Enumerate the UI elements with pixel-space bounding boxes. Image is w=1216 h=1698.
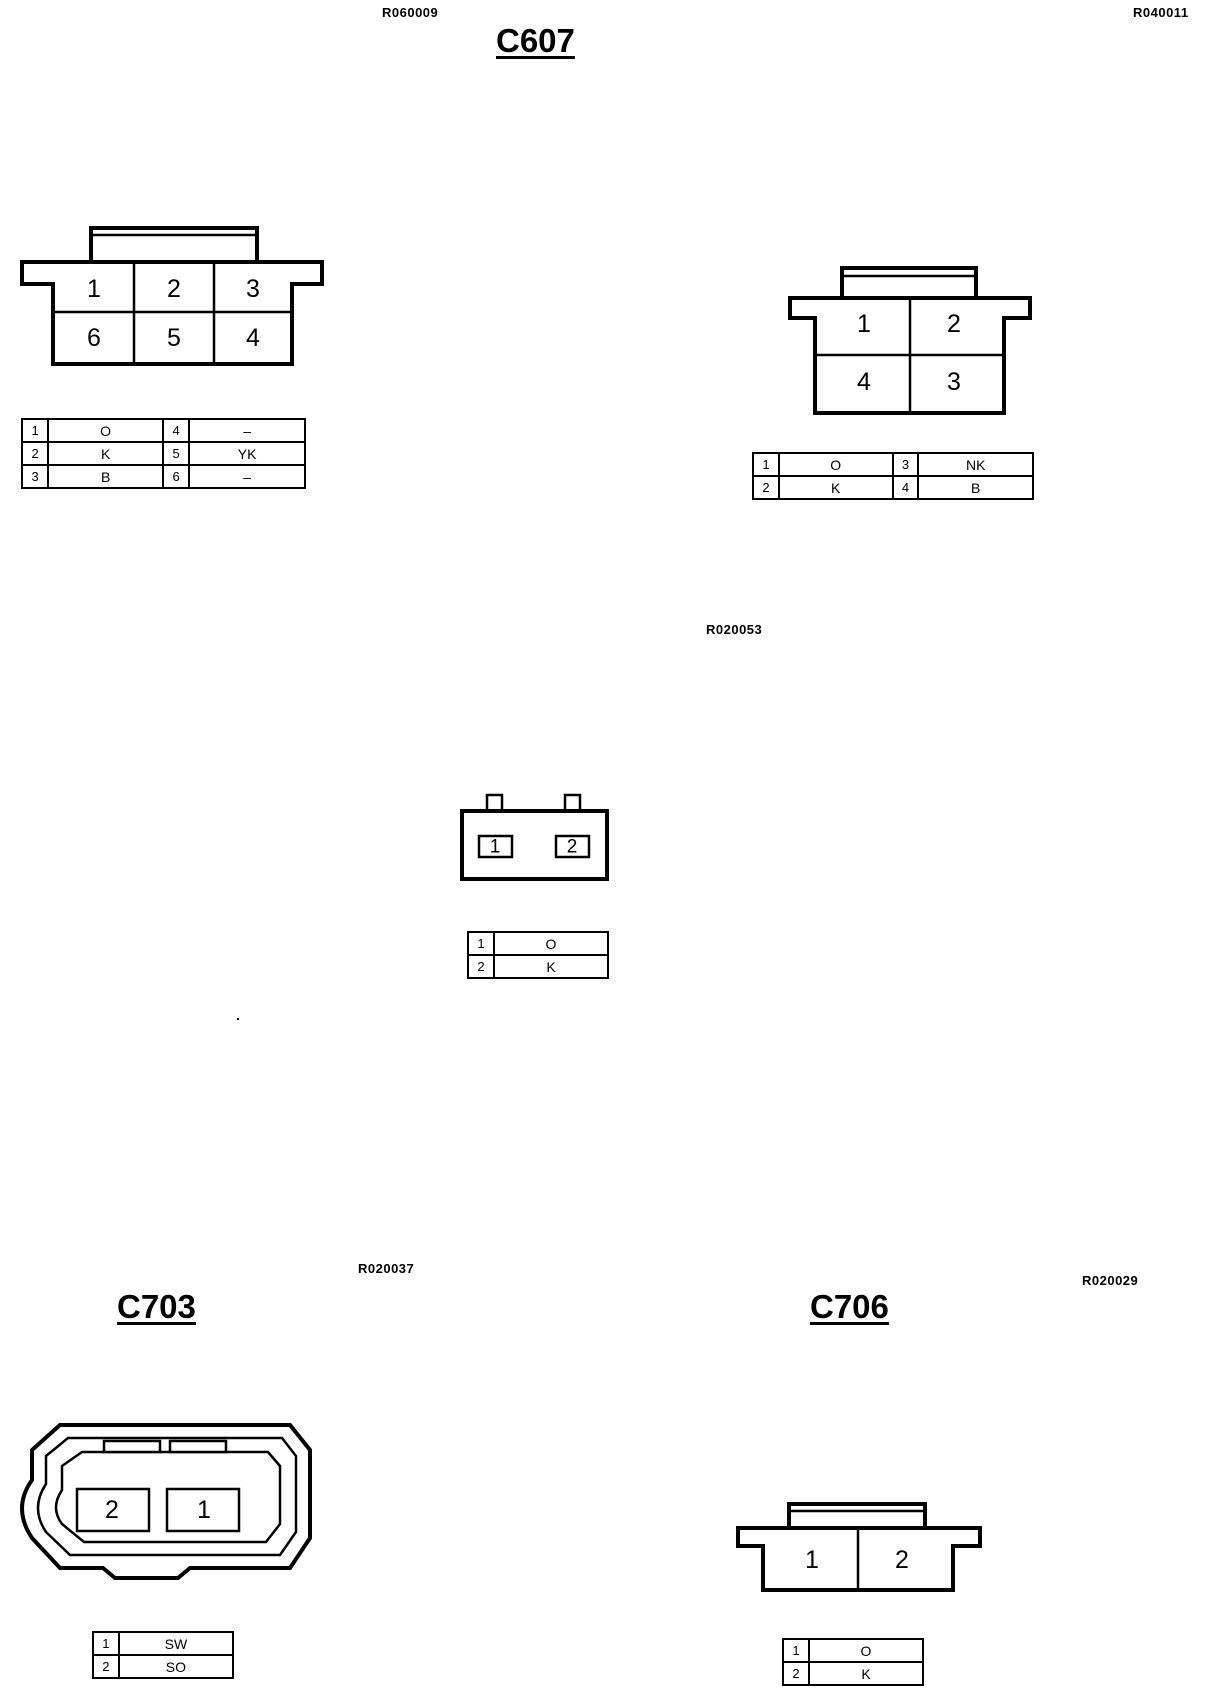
table-row: 1 SW xyxy=(92,1631,235,1656)
table-row: 2 SO xyxy=(92,1654,235,1679)
pin-number: 1 xyxy=(752,452,780,477)
wire-color: K xyxy=(47,441,165,466)
wire-color: SO xyxy=(117,1654,235,1679)
c703-connector-face: 2 1 xyxy=(20,1423,312,1580)
pin-number: 6 xyxy=(162,464,191,489)
wire-color: O xyxy=(47,418,165,443)
pin-number: 1 xyxy=(467,931,495,956)
four-way-cavity-3: 3 xyxy=(947,368,961,396)
ref-code-c706: R020029 xyxy=(1082,1273,1139,1288)
c703-title: C703 xyxy=(117,1288,196,1325)
four-way-cavity-1: 1 xyxy=(857,310,871,338)
table-row: 1 O 4 – xyxy=(20,418,306,443)
ref-code-top-right: R040011 xyxy=(1133,5,1189,20)
c607-cavity-4: 4 xyxy=(246,324,260,352)
wire-color: O xyxy=(493,931,609,956)
wire-color: O xyxy=(777,452,894,477)
table-row: 1 O xyxy=(782,1638,924,1663)
c706-connector-face: 1 2 xyxy=(736,1502,982,1592)
four-way-pin-table: 1 O 3 NK 2 K 4 B xyxy=(752,452,1034,500)
wire-color: K xyxy=(493,954,609,979)
table-row: 2 K xyxy=(782,1661,924,1686)
wire-color: K xyxy=(808,1661,924,1686)
pin-number: 2 xyxy=(782,1661,810,1686)
ref-code-c607: R060009 xyxy=(382,5,439,20)
pin-number: 2 xyxy=(467,954,495,979)
pin-number: 3 xyxy=(20,464,50,489)
c607-connector-face: 1 2 3 6 5 4 xyxy=(20,226,324,366)
wire-color: O xyxy=(808,1638,924,1663)
wire-color: YK xyxy=(188,441,306,466)
pin-number: 4 xyxy=(891,475,920,500)
table-row: 1 O xyxy=(467,931,609,956)
pin-number: 5 xyxy=(162,441,191,466)
ref-code-c703: R020037 xyxy=(358,1261,415,1276)
c607-cavity-2: 2 xyxy=(167,275,181,303)
c703-cavity-2: 2 xyxy=(105,1496,119,1524)
c607-pin-table: 1 O 4 – 2 K 5 YK 3 B 6 – xyxy=(20,418,306,489)
c703-pin-table: 1 SW 2 SO xyxy=(92,1631,235,1679)
four-way-cavity-4: 4 xyxy=(857,368,871,396)
four-way-connector-face: 1 2 4 3 xyxy=(788,266,1032,415)
wire-color: – xyxy=(188,418,306,443)
pin-number: 3 xyxy=(891,452,920,477)
two-way-small-cavity-2: 2 xyxy=(567,837,578,858)
wire-color: B xyxy=(47,464,165,489)
c703-cavity-1: 1 xyxy=(197,1496,211,1524)
two-way-small-connector-face: 1 2 xyxy=(460,793,609,881)
wire-color: – xyxy=(188,464,306,489)
two-way-small-cavity-1: 1 xyxy=(490,837,501,858)
c607-cavity-1: 1 xyxy=(87,275,101,303)
stray-dot xyxy=(237,1018,239,1020)
table-row: 2 K xyxy=(467,954,609,979)
pin-number: 1 xyxy=(782,1638,810,1663)
pin-number: 2 xyxy=(20,441,50,466)
c607-cavity-5: 5 xyxy=(167,324,181,352)
table-row: 1 O 3 NK xyxy=(752,452,1034,477)
pin-number: 1 xyxy=(20,418,50,443)
c607-cavity-6: 6 xyxy=(87,324,101,352)
c607-title: C607 xyxy=(496,22,575,59)
ref-code-middle: R020053 xyxy=(706,622,763,637)
pin-number: 2 xyxy=(92,1654,120,1679)
table-row: 2 K 4 B xyxy=(752,475,1034,500)
c706-cavity-2: 2 xyxy=(895,1546,909,1574)
pin-number: 1 xyxy=(92,1631,120,1656)
wire-color: SW xyxy=(117,1631,235,1656)
wire-color: NK xyxy=(917,452,1034,477)
wire-color: B xyxy=(917,475,1034,500)
c607-cavity-3: 3 xyxy=(246,275,260,303)
table-row: 2 K 5 YK xyxy=(20,441,306,466)
wire-color: K xyxy=(777,475,894,500)
pin-number: 4 xyxy=(162,418,191,443)
c706-pin-table: 1 O 2 K xyxy=(782,1638,924,1686)
table-row: 3 B 6 – xyxy=(20,464,306,489)
four-way-cavity-2: 2 xyxy=(947,310,961,338)
two-way-small-pin-table: 1 O 2 K xyxy=(467,931,609,979)
c706-cavity-1: 1 xyxy=(805,1546,819,1574)
pin-number: 2 xyxy=(752,475,780,500)
c706-title: C706 xyxy=(810,1288,889,1325)
